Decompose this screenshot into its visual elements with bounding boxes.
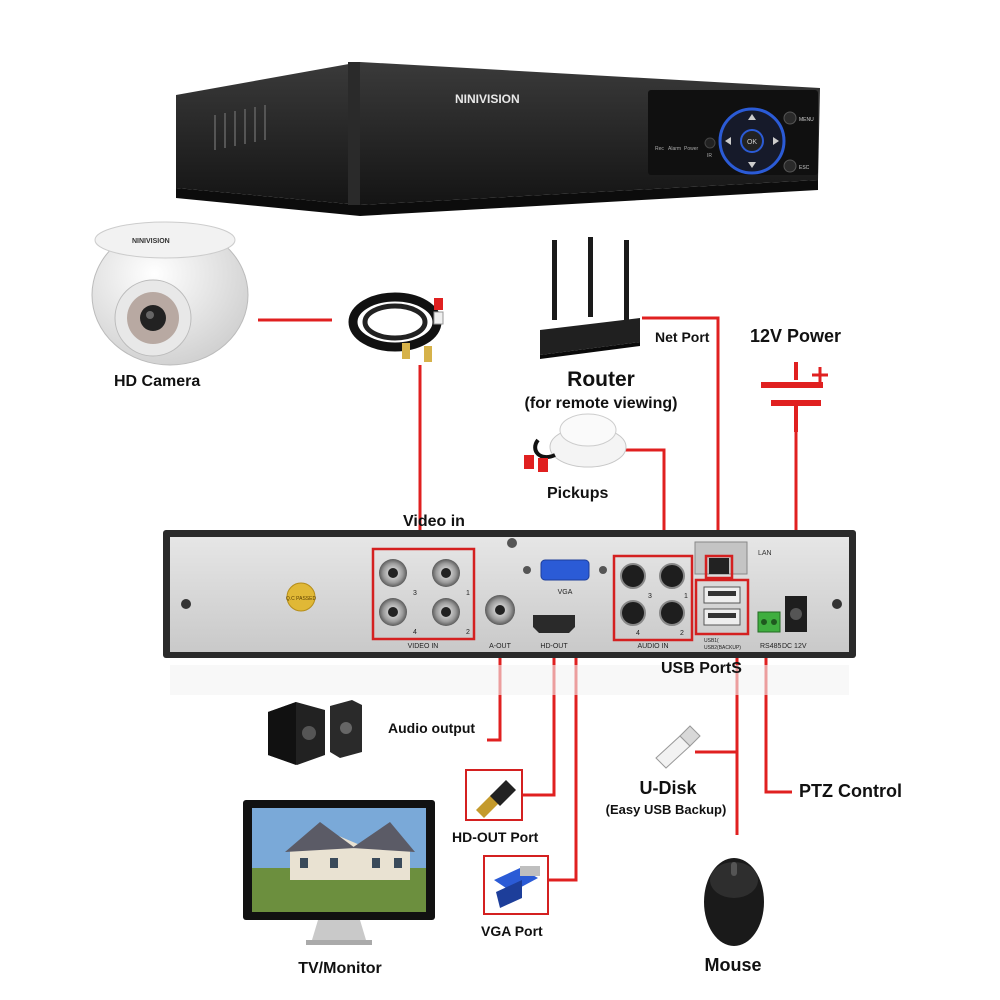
video-in-highlight: [371, 547, 476, 641]
power-12v-label: 12V Power: [750, 326, 842, 346]
hd-camera: NINIVISION: [91, 221, 249, 366]
audio-in-port-3[interactable]: [620, 563, 646, 589]
arrow-right-icon[interactable]: [773, 137, 779, 145]
video-in-num: 1: [466, 590, 470, 597]
bnc-cable-coil: [348, 292, 444, 362]
usb-highlight: [694, 578, 750, 636]
tv-monitor-label: TV/Monitor: [298, 960, 382, 977]
dc-12v-panel-label: DC 12V: [782, 643, 807, 650]
hd-out-panel-label: HD-OUT: [540, 643, 568, 650]
dvr-back-panel: Q.C PASSED 3 1 4 2 VIDEO IN A-OUT VGA HD…: [163, 530, 856, 695]
u-disk-label: U-Disk: [639, 778, 697, 798]
menu-button-label: MENU: [799, 117, 814, 123]
arrow-down-icon[interactable]: [748, 162, 756, 168]
indicator-ir: IR: [707, 153, 712, 159]
menu-button[interactable]: [783, 111, 797, 125]
audio-in-num: 1: [684, 593, 688, 600]
line-router-lan: [642, 316, 720, 556]
vent-slots: [214, 105, 266, 150]
vga-port-label: VGA Port: [481, 923, 543, 939]
audio-in-port-2[interactable]: [659, 600, 685, 626]
camera-brand-label: NINIVISION: [132, 238, 170, 245]
video-in-num: 4: [413, 629, 417, 636]
hd-out-port-label: HD-OUT Port: [452, 829, 539, 845]
video-in-num: 3: [413, 590, 417, 597]
hd-out-cable-box: [465, 769, 523, 821]
ok-button[interactable]: [740, 129, 764, 153]
hd-out-port[interactable]: [533, 615, 575, 633]
esc-button[interactable]: [783, 159, 797, 173]
lan-highlight: [704, 554, 734, 580]
pickups-label: Pickups: [547, 485, 609, 502]
vga-panel-label: VGA: [558, 589, 573, 596]
qc-sticker: [286, 582, 316, 612]
audio-in-highlight: [612, 554, 694, 642]
ir-sensor-icon: [704, 137, 716, 149]
usb2-panel-label: USB2(BACKUP): [704, 645, 741, 651]
usb1-panel-label: USB1(: [704, 638, 719, 644]
indicator-alarm: Alarm: [668, 146, 681, 152]
vga-cable-icon: [494, 866, 540, 908]
audio-in-port-1[interactable]: [659, 563, 685, 589]
indicator-rec: Rec: [655, 146, 664, 152]
a-out-panel-label: A-OUT: [489, 643, 512, 650]
audio-output-label: Audio output: [388, 720, 476, 736]
u-disk-sublabel: (Easy USB Backup): [605, 802, 727, 817]
speakers: [268, 700, 362, 765]
indicator-power: Power: [684, 146, 699, 152]
power-symbol-icon: [761, 362, 828, 432]
video-in-label: Video in: [403, 513, 465, 530]
net-port-label: Net Port: [655, 329, 710, 345]
usb-ports-label: USB PortS: [661, 660, 742, 677]
line-ptz: [764, 635, 792, 794]
line-pickup-audioin: [622, 448, 666, 556]
ptz-control-label: PTZ Control: [799, 781, 902, 801]
rs485-port[interactable]: [757, 611, 781, 633]
audio-in-panel-label: AUDIO IN: [637, 643, 668, 650]
router-subtitle: (for remote viewing): [524, 395, 678, 412]
line-vga: [548, 645, 578, 882]
esc-button-label: ESC: [799, 165, 810, 171]
dvr-front-unit: NINIVISION Rec Alarm Power IR OK MENU ES…: [176, 62, 820, 216]
audio-in-port-4[interactable]: [620, 600, 646, 626]
audio-in-num: 3: [648, 593, 652, 600]
video-in-num: 2: [466, 629, 470, 636]
screw-icon: [832, 599, 842, 609]
pickup-microphone: [524, 413, 627, 472]
router: [540, 237, 640, 359]
usb-flash-drive-icon: [655, 725, 701, 769]
hd-camera-label: HD Camera: [114, 373, 201, 390]
audio-in-num: 4: [636, 630, 640, 637]
qc-sticker-label: Q.C PASSED: [286, 596, 317, 602]
dvr-brand-label: NINIVISION: [455, 92, 520, 106]
ok-button-label: OK: [747, 139, 757, 146]
mouse-label: Mouse: [704, 955, 762, 975]
vga-port[interactable]: [540, 559, 590, 581]
router-title: Router: [567, 368, 635, 391]
mouse-icon: [704, 858, 764, 946]
hdmi-cable-icon: [476, 780, 516, 818]
audio-in-num: 2: [680, 630, 684, 637]
arrow-left-icon[interactable]: [725, 137, 731, 145]
lan-panel-label: LAN: [758, 550, 772, 557]
tv-monitor: [243, 800, 435, 945]
rs485-panel-label: RS485: [760, 643, 782, 650]
arrow-up-icon[interactable]: [748, 114, 756, 120]
screw-icon: [181, 599, 191, 609]
lan-port[interactable]: [709, 558, 729, 574]
screw-icon: [507, 538, 517, 548]
video-in-panel-label: VIDEO IN: [408, 643, 439, 650]
